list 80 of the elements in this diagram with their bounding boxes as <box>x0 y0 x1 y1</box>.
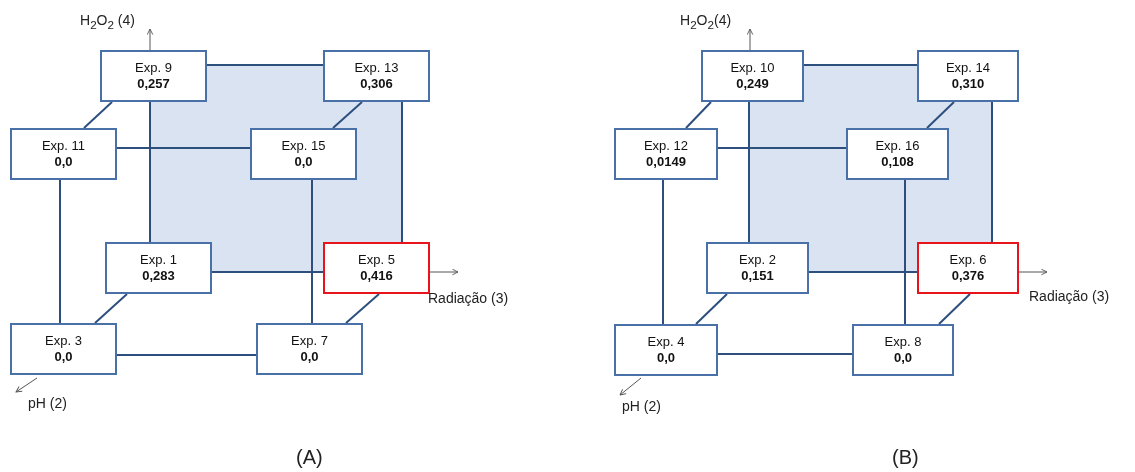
connector-line <box>211 271 324 273</box>
connector-line <box>116 354 257 356</box>
axis-label: H$_{2}$O$_{2}$(4) <box>680 12 732 31</box>
connector-line <box>808 271 918 273</box>
connector-line <box>59 179 61 324</box>
connector-line <box>345 293 380 324</box>
result-value: 0,249 <box>736 76 769 92</box>
axis-label: H$_{2}$O$_{2}$ (4) <box>80 12 135 31</box>
connector-line <box>803 64 918 66</box>
result-value: 0,416 <box>360 268 393 284</box>
experiment-box <box>846 128 949 180</box>
result-value: 0,376 <box>951 268 985 284</box>
result-value: 0,151 <box>741 268 774 284</box>
result-value: 0,0 <box>656 350 676 366</box>
experiment-name: Exp. 16 <box>875 138 920 154</box>
experiment-name: Exp. 8 <box>884 334 922 350</box>
experiment-box <box>701 50 804 102</box>
experiment-box <box>323 242 430 294</box>
connector-line <box>926 101 955 129</box>
connector-line <box>748 101 750 243</box>
connector-line <box>332 101 363 129</box>
connector-line <box>206 64 324 66</box>
result-value: 0,257 <box>137 76 170 92</box>
experiment-name: Exp. 3 <box>45 333 82 349</box>
experiment-box <box>917 50 1019 102</box>
experiment-box <box>10 128 117 180</box>
experiment-name: Exp. 4 <box>647 334 685 350</box>
result-value: 0,306 <box>360 76 393 92</box>
connector-line <box>717 147 847 149</box>
experiment-name: Exp. 10 <box>730 60 775 76</box>
experiment-box <box>614 324 718 376</box>
connector-line <box>695 293 728 325</box>
result-value: 0,0149 <box>646 154 686 170</box>
axis-label: pH (2) <box>28 395 67 411</box>
panel-label: (B) <box>892 446 919 469</box>
experiment-box <box>250 128 357 180</box>
connector-line <box>83 101 113 129</box>
connector-line <box>938 293 971 325</box>
connector-line <box>991 101 993 243</box>
experiment-box <box>256 323 363 375</box>
result-value: 0,310 <box>951 76 985 92</box>
result-value: 0,0 <box>54 154 73 170</box>
experiment-box <box>105 242 212 294</box>
result-value: 0,0 <box>54 349 73 365</box>
connector-line <box>149 101 151 243</box>
axis-label: Radiação (3) <box>428 290 509 306</box>
experiment-name: Exp. 5 <box>358 252 395 268</box>
experiment-name: Exp. 6 <box>949 252 987 268</box>
connector-line <box>116 147 251 149</box>
experiment-name: Exp. 9 <box>135 60 172 76</box>
experiment-name: Exp. 14 <box>945 60 991 76</box>
experiment-box <box>10 323 117 375</box>
connector-line <box>401 101 403 243</box>
connector-line <box>311 179 313 324</box>
experiment-name: Exp. 2 <box>739 252 776 268</box>
result-value: 0,0 <box>300 349 319 365</box>
experiment-name: Exp. 12 <box>643 138 689 154</box>
experiment-name: Exp. 15 <box>281 138 326 154</box>
experiment-box <box>852 324 954 376</box>
experiment-box <box>917 242 1019 294</box>
panel-label: (A) <box>296 446 323 469</box>
connector-line <box>94 293 128 324</box>
experiment-box <box>323 50 430 102</box>
connector-line <box>904 179 906 325</box>
experiment-box <box>706 242 809 294</box>
experiment-name: Exp. 7 <box>291 333 328 349</box>
connector-line <box>717 353 853 355</box>
result-value: 0,0 <box>893 350 913 366</box>
result-value: 0,108 <box>881 154 914 170</box>
result-value: 0,283 <box>142 268 175 284</box>
result-value: 0,0 <box>294 154 313 170</box>
experiment-box <box>614 128 718 180</box>
axis-label: Radiação (3) <box>1029 288 1110 304</box>
experiment-name: Exp. 1 <box>140 252 177 268</box>
connector-line <box>662 179 664 325</box>
experiment-name: Exp. 13 <box>354 60 399 76</box>
experiment-name: Exp. 11 <box>41 138 86 154</box>
axis-label: pH (2) <box>622 398 661 414</box>
experiment-box <box>100 50 207 102</box>
connector-line <box>685 101 712 129</box>
